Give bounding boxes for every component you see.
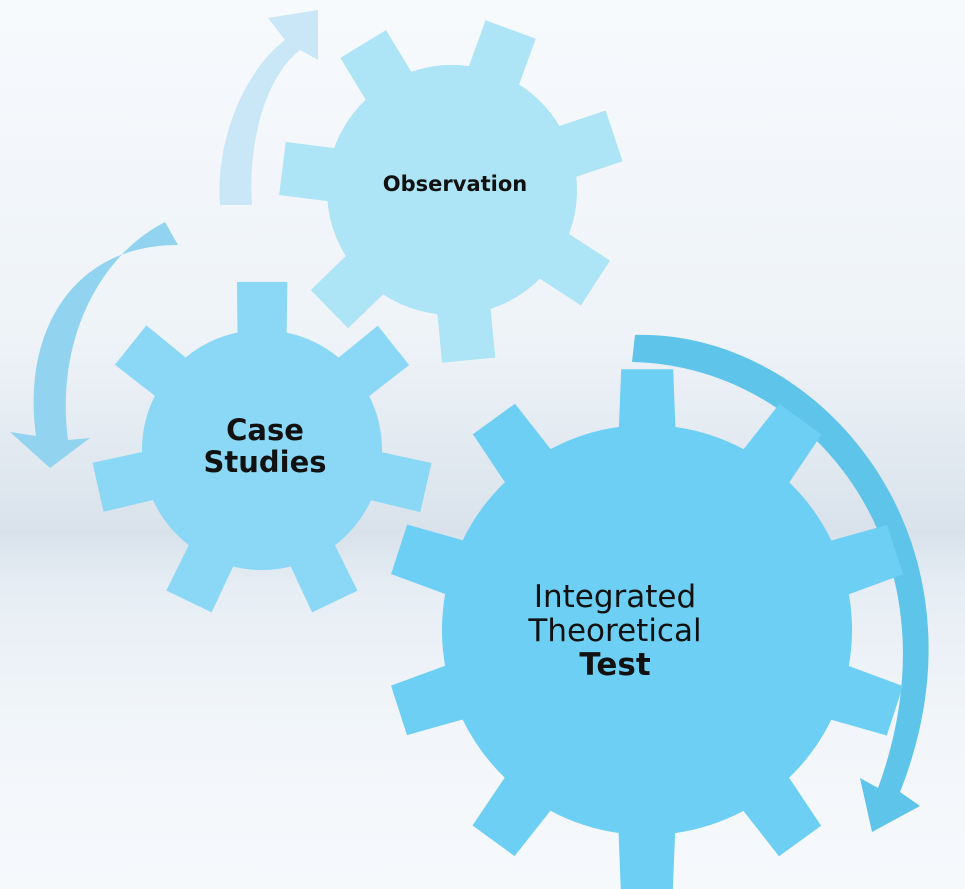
case-studies-gear-icon	[92, 281, 432, 613]
integrated-gear-icon	[391, 369, 903, 889]
observation-gear-icon	[279, 20, 623, 363]
observation-label: Observation	[340, 172, 570, 196]
integrated-line2: Theoretical	[528, 613, 702, 650]
observation-text: Observation	[382, 172, 528, 196]
integrated-line1: Integrated	[533, 579, 697, 615]
integrated-label: Integrated Theoretical Test	[490, 580, 740, 682]
case-studies-line1: Case	[226, 413, 304, 447]
case-studies-label: Case Studies	[155, 413, 375, 479]
top-curved-arrow-icon	[219, 10, 318, 205]
left-curved-arrow-icon	[10, 222, 178, 468]
integrated-line3: Test	[579, 647, 651, 684]
case-studies-line2: Studies	[203, 444, 327, 479]
right-curved-arrow-icon	[632, 334, 929, 832]
